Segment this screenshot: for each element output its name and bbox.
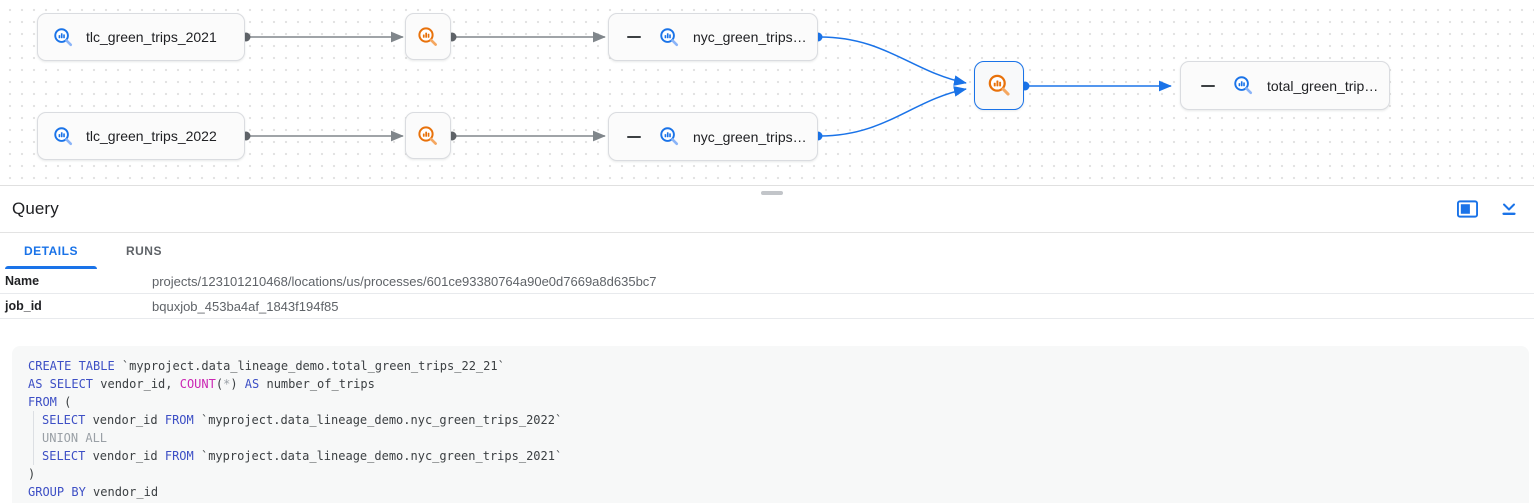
detail-label: job_id <box>5 299 42 313</box>
panel-tabbar: DETAILS RUNS <box>0 233 1534 269</box>
node-query-process-selected[interactable] <box>974 61 1024 110</box>
node-query-process-2[interactable] <box>405 112 451 159</box>
detail-value: bquxjob_453ba4af_1843f194f85 <box>152 298 339 314</box>
detail-row-job-id: job_id bquxjob_453ba4af_1843f194f85 <box>0 294 1534 319</box>
node-label: nyc_green_trips… <box>693 128 807 145</box>
collapse-minus-icon[interactable] <box>626 129 642 145</box>
sql-query-code: CREATE TABLE `myproject.data_lineage_dem… <box>12 346 1529 503</box>
panel-resize-handle[interactable] <box>761 191 783 195</box>
node-tlc-green-trips-2022[interactable]: tlc_green_trips_2022 <box>37 112 245 160</box>
detail-label: Name <box>5 274 40 288</box>
panel-title: Query <box>12 199 59 218</box>
node-total-green-trips[interactable]: total_green_trip… <box>1180 61 1390 110</box>
dock-side-panel-icon[interactable] <box>1456 199 1478 219</box>
lineage-table-search-icon <box>1234 76 1253 95</box>
detail-value: projects/123101210468/locations/us/proce… <box>152 273 657 289</box>
lineage-query-search-icon <box>418 26 437 46</box>
lineage-query-search-icon <box>418 125 437 145</box>
node-tlc-green-trips-2021[interactable]: tlc_green_trips_2021 <box>37 13 245 61</box>
lineage-table-search-icon <box>660 127 679 146</box>
node-label: nyc_green_trips… <box>693 29 807 45</box>
lineage-table-search-icon <box>54 126 73 145</box>
lineage-table-search-icon <box>54 27 73 46</box>
node-label: total_green_trip… <box>1267 77 1379 94</box>
panel-header: Query <box>0 186 1534 233</box>
collapse-panel-icon[interactable] <box>1498 199 1520 219</box>
collapse-minus-icon[interactable] <box>1200 78 1216 94</box>
query-details-panel: Query DETAILS RUNS Name projects/1231012… <box>0 186 1534 503</box>
node-nyc-green-trips-2[interactable]: nyc_green_trips… <box>608 112 818 161</box>
tab-runs[interactable]: RUNS <box>125 244 162 258</box>
node-query-process-1[interactable] <box>405 13 451 60</box>
lineage-table-search-icon <box>660 27 679 46</box>
detail-row-name: Name projects/123101210468/locations/us/… <box>0 269 1534 294</box>
tab-details[interactable]: DETAILS <box>0 233 102 269</box>
node-label: tlc_green_trips_2021 <box>86 29 217 45</box>
lineage-query-search-icon <box>988 74 1010 96</box>
node-nyc-green-trips-1[interactable]: nyc_green_trips… <box>608 13 818 61</box>
node-label: tlc_green_trips_2022 <box>86 128 217 144</box>
lineage-graph-canvas[interactable]: tlc_green_trips_2021 tlc_green_trips_202… <box>0 0 1534 186</box>
collapse-minus-icon[interactable] <box>626 29 642 45</box>
